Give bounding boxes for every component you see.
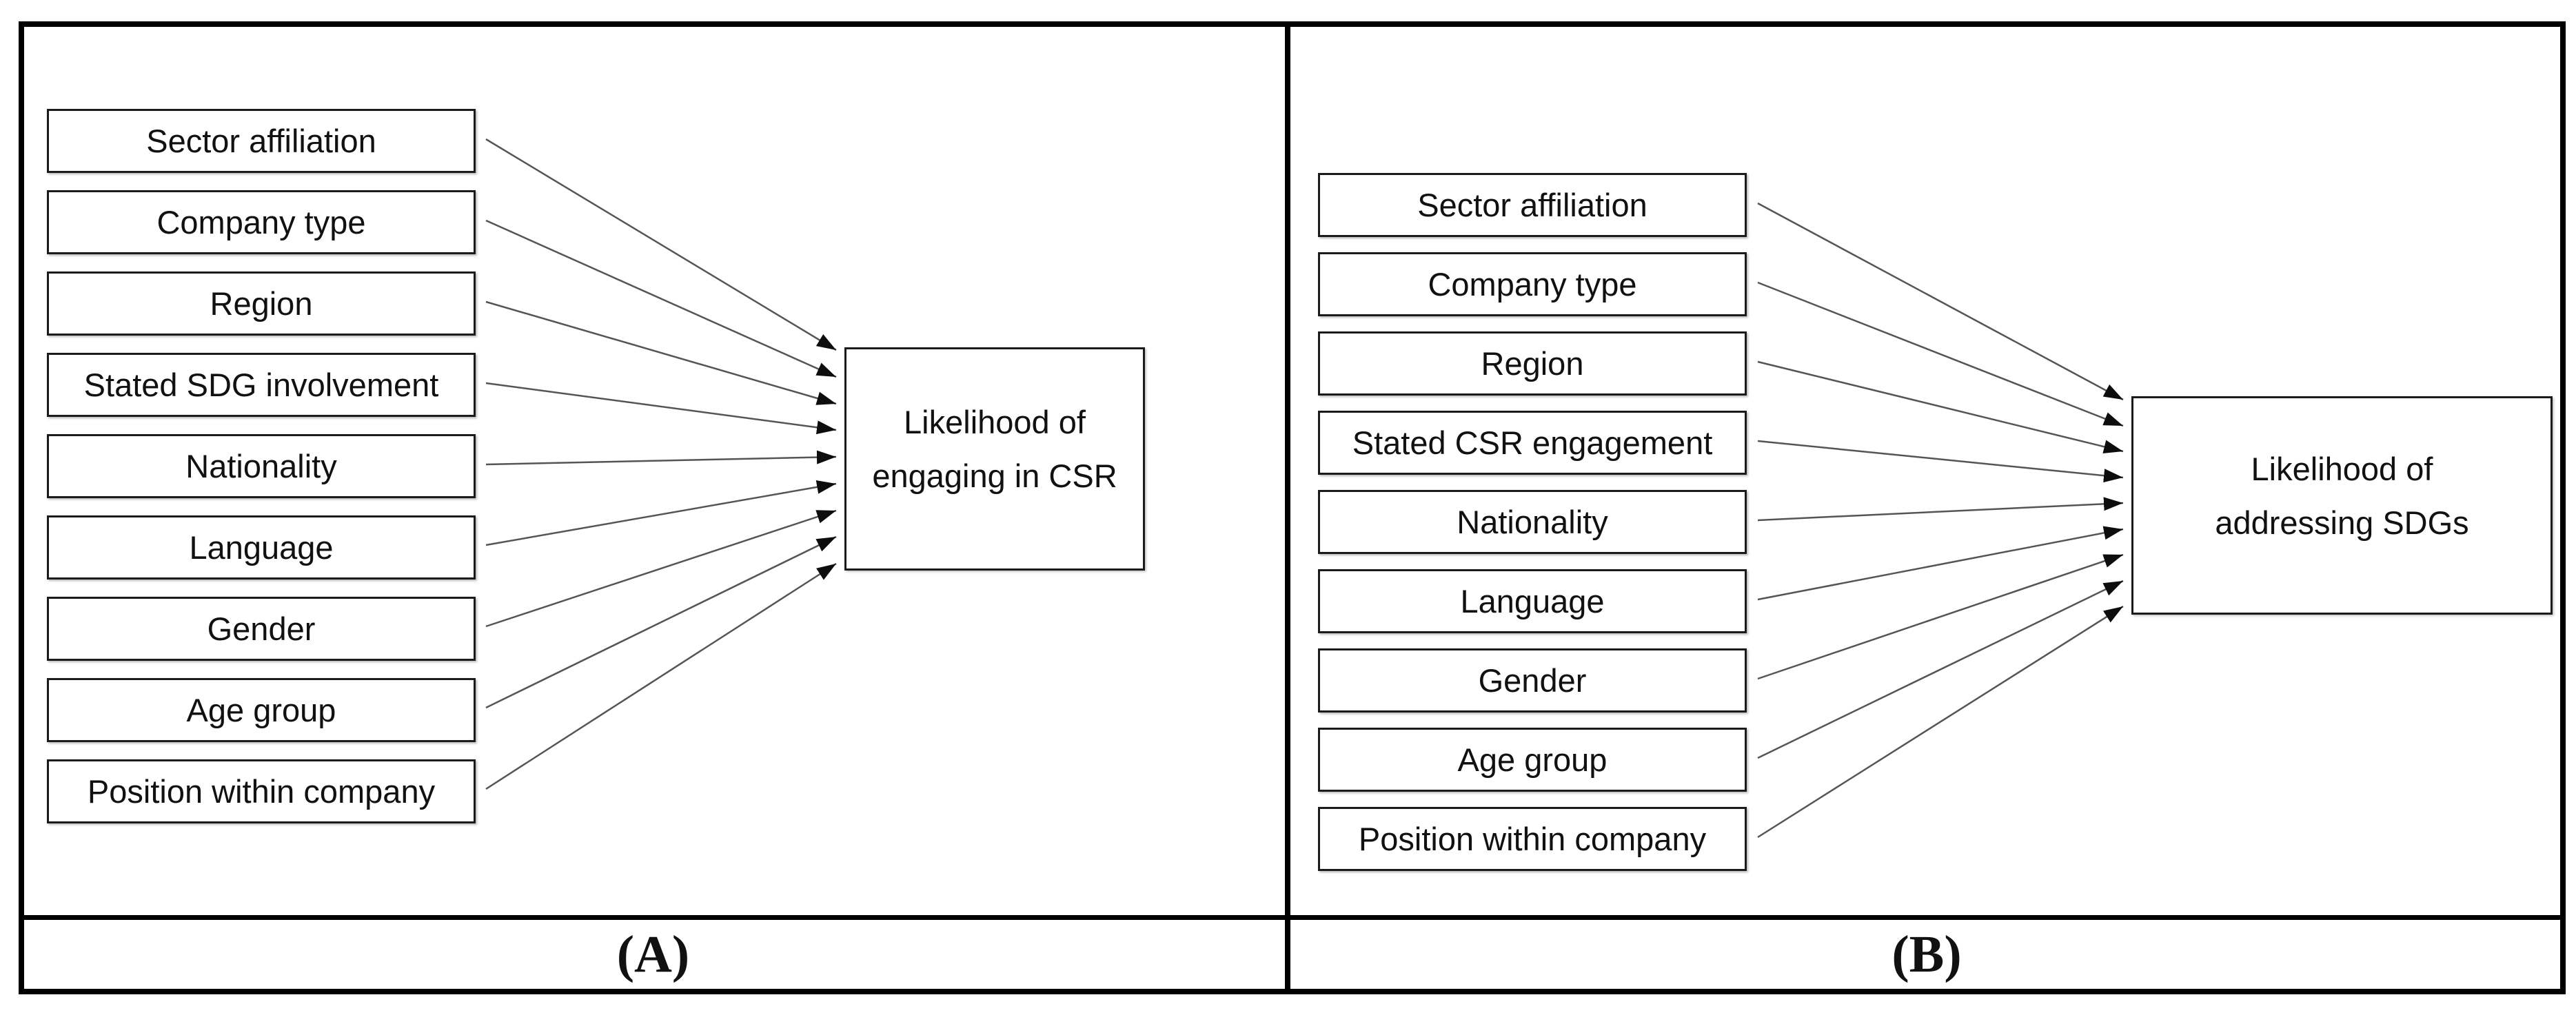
outcome-line-1: Likelihood of <box>904 404 1086 440</box>
factor-box-sector-affiliation-a: Sector affiliation <box>47 109 476 173</box>
factor-box-age-group-a: Age group <box>47 678 476 742</box>
factor-box-stated-csr-engagement-b: Stated CSR engagement <box>1318 411 1747 475</box>
factor-box-sector-affiliation-b: Sector affiliation <box>1318 173 1747 237</box>
figure-frame <box>19 21 2566 994</box>
outcome-line-2: engaging in CSR <box>872 458 1117 494</box>
panel-divider <box>1285 21 1290 994</box>
factor-box-region-a: Region <box>47 271 476 336</box>
factor-box-nationality-b: Nationality <box>1318 490 1747 554</box>
factor-box-region-b: Region <box>1318 331 1747 396</box>
factor-box-stated-sdg-involvement-a: Stated SDG involvement <box>47 353 476 417</box>
factor-box-position-within-company-a: Position within company <box>47 759 476 823</box>
outcome-box-sdg: Likelihood of addressing SDGs <box>2131 396 2553 615</box>
outcome-line-1: Likelihood of <box>2251 450 2433 487</box>
factor-box-gender-b: Gender <box>1318 648 1747 712</box>
caption-a-label: (A) <box>616 925 690 983</box>
caption-b: (B) <box>1288 920 2566 989</box>
factor-box-nationality-a: Nationality <box>47 434 476 498</box>
outcome-box-csr: Likelihood of engaging in CSR <box>844 347 1145 571</box>
caption-b-label: (B) <box>1892 925 1962 983</box>
caption-a: (A) <box>19 920 1288 989</box>
caption-divider <box>19 915 2566 920</box>
factor-box-company-type-a: Company type <box>47 190 476 254</box>
factor-box-language-a: Language <box>47 515 476 580</box>
factor-box-position-within-company-b: Position within company <box>1318 807 1747 871</box>
factor-box-gender-a: Gender <box>47 597 476 661</box>
outcome-line-2: addressing SDGs <box>2215 504 2469 541</box>
factor-box-age-group-b: Age group <box>1318 728 1747 792</box>
factor-box-company-type-b: Company type <box>1318 252 1747 316</box>
factor-box-language-b: Language <box>1318 569 1747 633</box>
